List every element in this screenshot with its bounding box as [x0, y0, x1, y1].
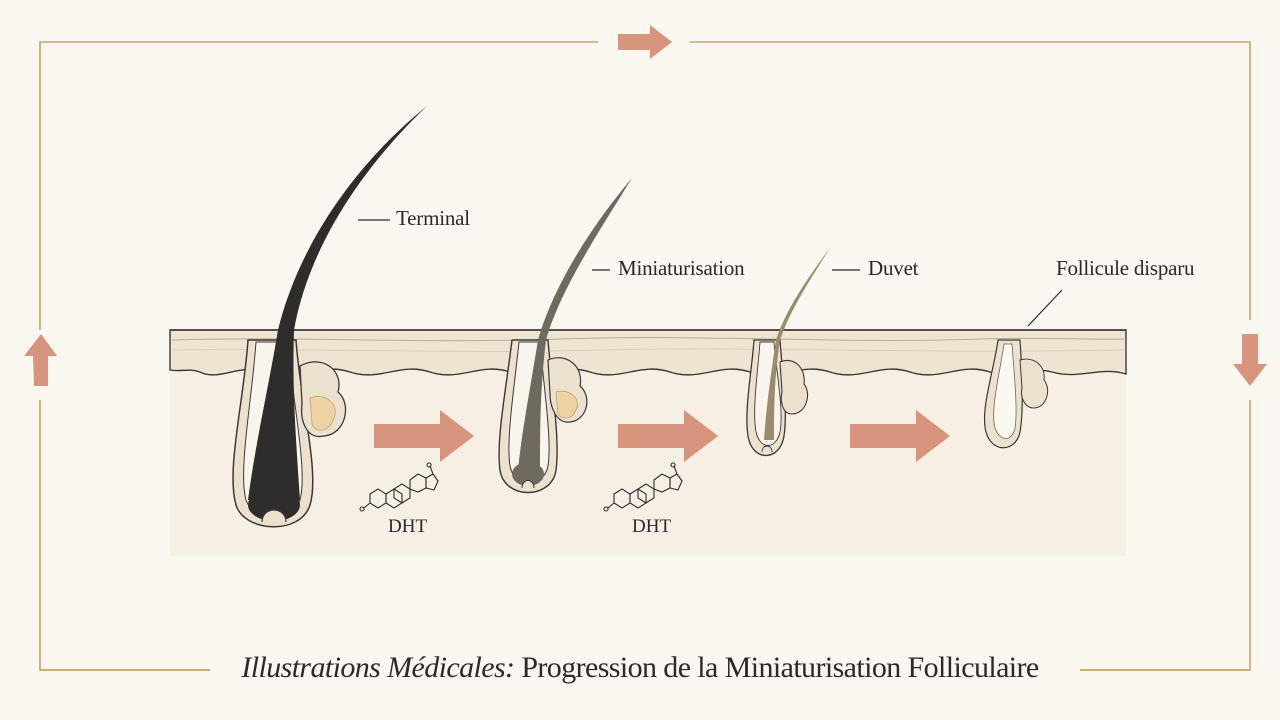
figure-caption: Illustrations Médicales: Progression de … [0, 651, 1280, 685]
label-duvet: Duvet [868, 256, 919, 280]
follicle-miniaturisation [498, 178, 632, 494]
progression-arrow-icon [374, 410, 474, 462]
cycle-arrow-top-icon [618, 25, 672, 59]
cycle-arrow-right-icon [1233, 334, 1267, 386]
caption-prefix: Illustrations Médicales: [241, 651, 515, 684]
label-terminal: Terminal [396, 206, 470, 230]
label-miniaturisation: Miniaturisation [618, 256, 745, 280]
label-leader-follicule-disparu [1027, 289, 1063, 327]
steroid-molecule-icon [603, 462, 683, 512]
caption-title: Progression de la Miniaturisation Follic… [521, 651, 1039, 684]
steroid-molecule-icon [359, 462, 439, 512]
label-follicule-disparu: Follicule disparu [1056, 256, 1195, 280]
progression-arrow-icon [618, 410, 718, 462]
progression-arrow-icon [850, 410, 950, 462]
follicle-terminal [232, 106, 427, 528]
follicle-duvet [746, 248, 830, 456]
dht-label: DHT [388, 516, 428, 537]
follicle-disparu [983, 339, 1049, 449]
cycle-arrow-left-icon [24, 334, 57, 386]
dht-label: DHT [632, 516, 672, 537]
